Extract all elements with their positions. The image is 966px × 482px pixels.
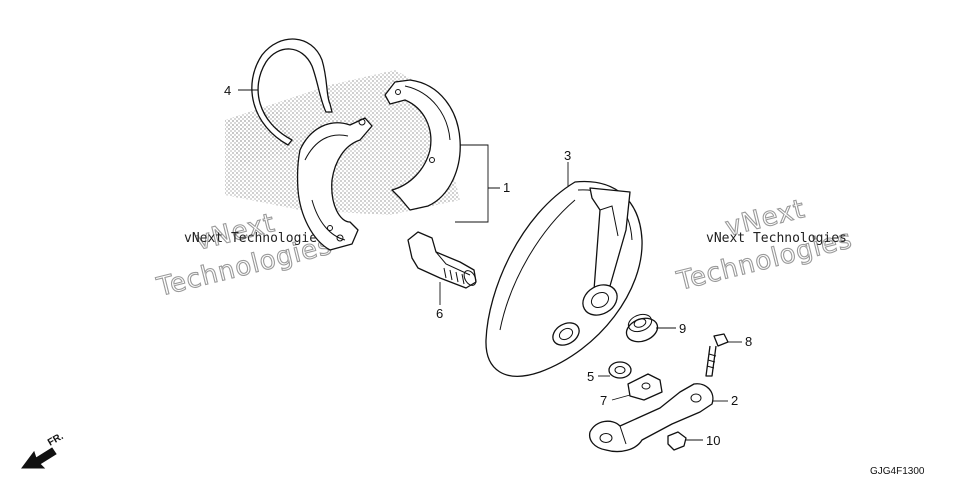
diagram-code: GJG4F1300 <box>870 466 925 477</box>
callout-3: 3 <box>564 148 571 163</box>
front-arrow-icon <box>21 447 57 469</box>
callout-7: 7 <box>600 393 607 408</box>
callout-2: 2 <box>731 393 738 408</box>
callout-1: 1 <box>503 180 510 195</box>
front-label: FR. <box>46 431 66 449</box>
callout-9: 9 <box>679 321 686 336</box>
callout-8: 8 <box>745 334 752 349</box>
part-2-brake-arm <box>588 383 714 453</box>
part-8-bolt <box>705 333 729 377</box>
part-9-collar <box>625 313 659 343</box>
part-1-brake-shoe-right <box>384 79 461 211</box>
part-7-wear-indicator <box>627 373 663 401</box>
part-4-spring-clip <box>251 38 333 146</box>
front-direction-indicator: FR. <box>21 431 66 469</box>
part-5-washer <box>608 361 632 379</box>
callouts: 1 2 3 4 5 6 7 8 9 10 <box>224 83 752 448</box>
watermark-right: vNext Technologies vNext Technologies <box>673 194 856 298</box>
part-3-brake-panel <box>485 180 643 377</box>
part-10-nut <box>667 431 687 451</box>
watermark-left-small: vNext Technologies <box>184 231 325 246</box>
callout-6: 6 <box>436 306 443 321</box>
part-1-brake-shoe-left <box>296 117 373 251</box>
leader-lines <box>238 89 742 441</box>
part-6-brake-cam-shaft <box>407 231 477 289</box>
callout-4: 4 <box>224 83 231 98</box>
callout-5: 5 <box>587 369 594 384</box>
watermark-right-small: vNext Technologies <box>706 231 847 246</box>
callout-10: 10 <box>706 433 720 448</box>
